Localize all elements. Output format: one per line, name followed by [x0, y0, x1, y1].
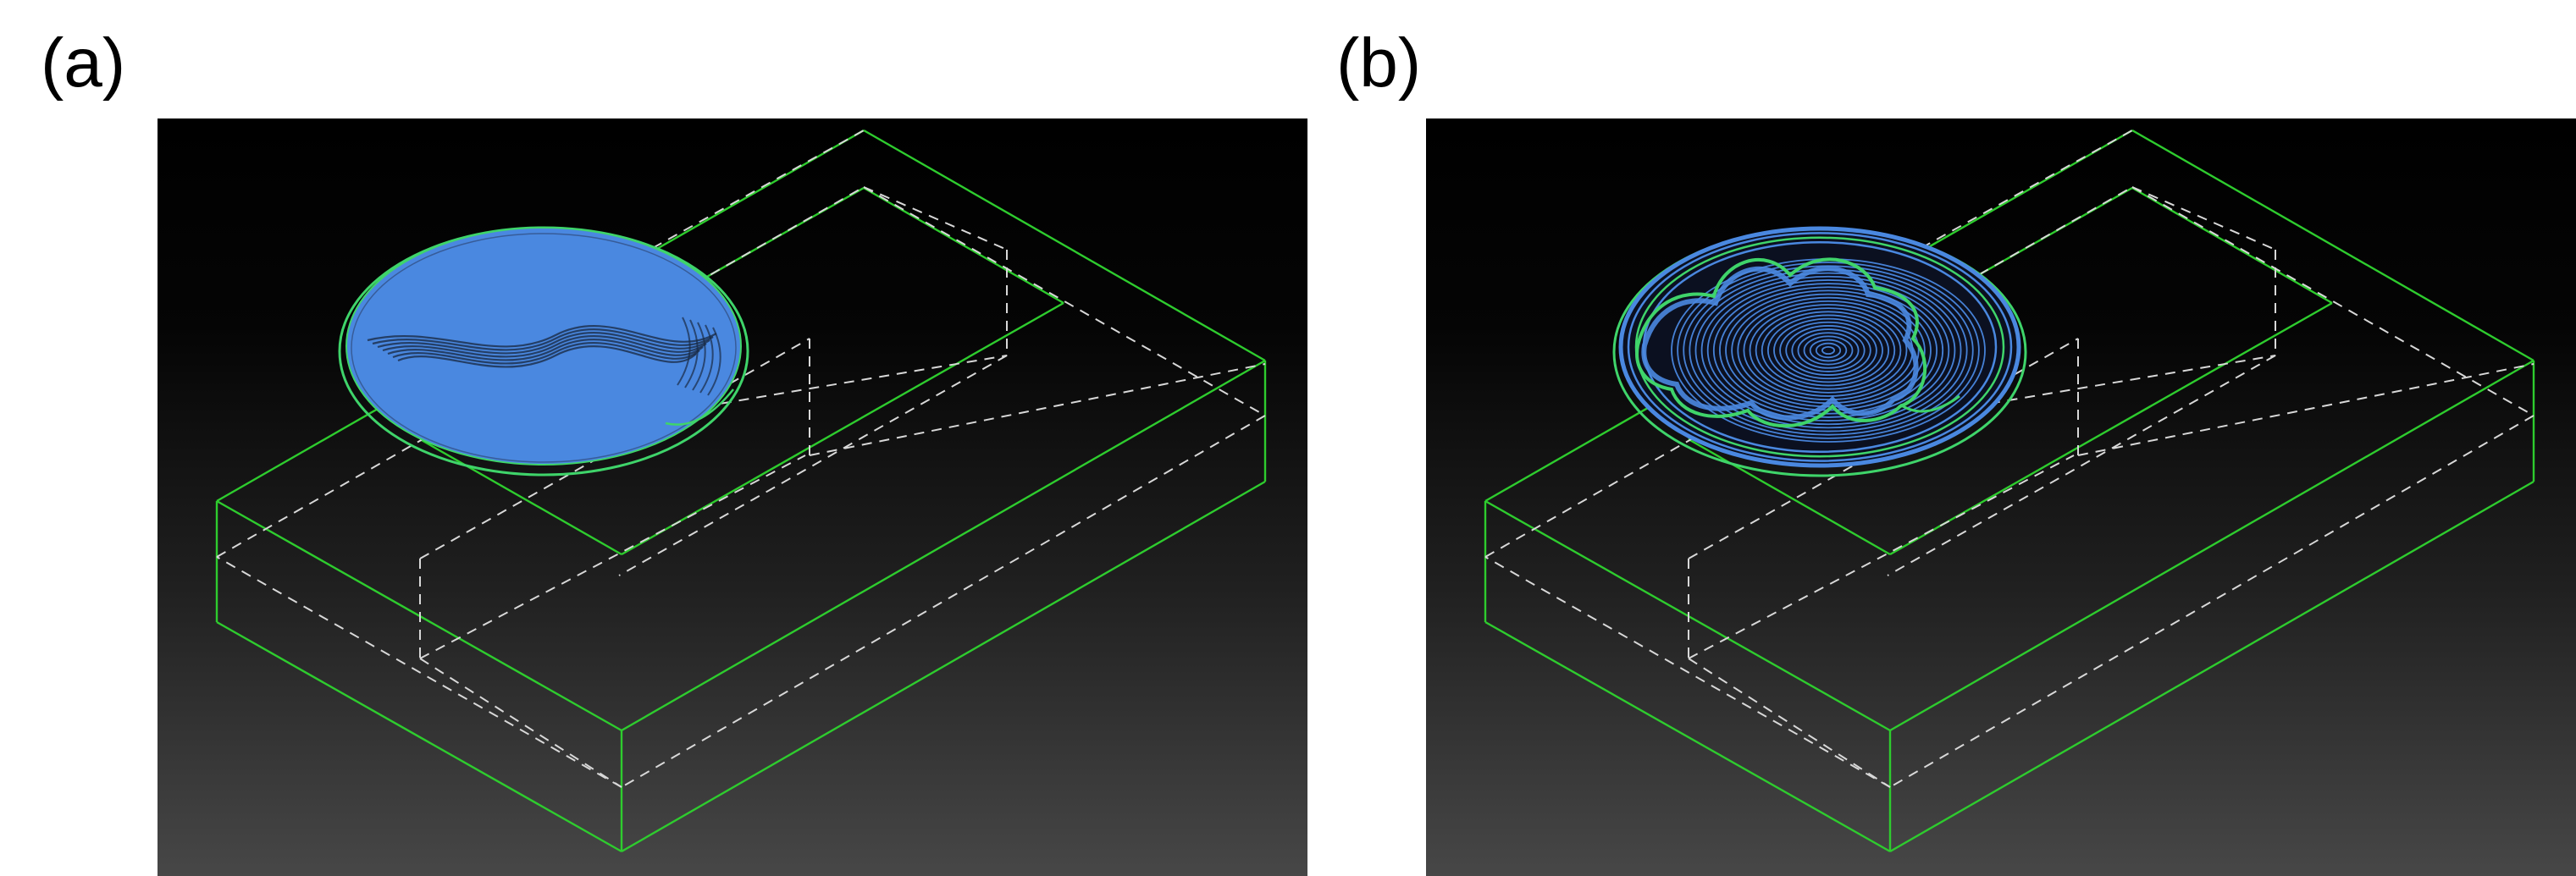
hidden-edge: [863, 186, 1266, 416]
viewport-a[interactable]: [158, 118, 1307, 876]
hidden-edge: [1889, 415, 2535, 788]
panel-label-b: (b): [1336, 25, 1422, 102]
hidden-edge: [2131, 186, 2535, 416]
hidden-edge: [419, 338, 810, 559]
toolpath-scallop-line: [377, 332, 710, 355]
hidden-edge: [2131, 186, 2276, 251]
toolpath-inner-rim: [351, 233, 737, 463]
toolpath-contour-ring: [1797, 332, 1860, 369]
toolpath-edge-ripple: [677, 317, 691, 386]
toolpath-contour-ring: [1785, 325, 1871, 376]
stock-inner-edge: [2131, 186, 2333, 305]
toolpath-contour-ring: [1677, 262, 1980, 439]
toolpath-contour-ring: [1766, 314, 1890, 387]
viewport-b[interactable]: [1426, 118, 2576, 876]
toolpath-contour-ring: [1731, 293, 1926, 408]
toolpath-contour-ring: [1719, 286, 1938, 415]
hidden-edge: [1484, 556, 1891, 788]
toolpath-contour-ring: [1755, 307, 1902, 394]
toolpath-contour-ring: [1773, 317, 1883, 383]
hidden-edge: [216, 556, 622, 788]
stock-top-edge: [863, 129, 1266, 362]
stock-inner-edge: [419, 438, 622, 556]
isometric-render-a: [215, 129, 1267, 853]
hidden-edge: [618, 355, 1008, 576]
toolpath-contour-ring: [1791, 328, 1866, 372]
hidden-edge: [1688, 338, 2079, 559]
toolpath-contour-ring: [1779, 321, 1877, 380]
hidden-edge: [863, 186, 1008, 251]
toolpath-edge-ripple: [692, 322, 706, 391]
stock-inner-edge: [1688, 438, 1891, 556]
hidden-edge: [1887, 355, 2276, 576]
toolpath-scallop-line: [382, 335, 707, 358]
stock-bottom-edge: [621, 480, 1266, 853]
isometric-render-b: [1484, 129, 2535, 853]
toolpath-contour-ring: [1821, 345, 1836, 355]
toolpath-exit-move: [665, 388, 734, 426]
panel-label-a: (a): [41, 25, 126, 102]
hidden-edge: [1688, 658, 1891, 788]
toolpath-edge-ripple: [699, 324, 714, 394]
stock-inner-edge: [863, 186, 1064, 305]
toolpath-exit-move: [1899, 394, 1960, 413]
hidden-edge: [2077, 363, 2535, 456]
stock-bottom-edge: [1484, 620, 1891, 853]
stock-top-edge: [2131, 129, 2535, 362]
toolpath-contour-ring: [1761, 311, 1896, 390]
hidden-edge: [621, 415, 1266, 788]
toolpath-contour-ring: [1803, 335, 1854, 366]
stock-top-edge: [1889, 359, 2535, 732]
toolpath-contour-ring: [1712, 283, 1944, 418]
toolpath-scallop-line: [367, 325, 717, 348]
toolpath-scallop-line: [372, 328, 714, 351]
toolpath-outer-ring: [1618, 226, 2021, 468]
toolpath-contour-ring: [1809, 339, 1848, 362]
stock-bottom-edge: [1889, 480, 2535, 853]
toolpath-edge-ripple: [684, 319, 699, 388]
toolpath-contour-ring: [1706, 279, 1950, 421]
stock-top-edge: [621, 359, 1266, 732]
toolpath-pocket-offset: [1641, 266, 1919, 421]
toolpath-edge-ripple: [707, 327, 721, 396]
toolpath-pocket-boundary: [1635, 257, 1927, 428]
toolpath-scallop-line: [397, 345, 697, 368]
hidden-edge: [1688, 455, 2075, 659]
toolpath-contour-ring: [1749, 304, 1908, 397]
toolpath-contour-ring: [1694, 272, 1962, 429]
hidden-edge: [419, 455, 806, 659]
toolpath-contour-ring: [1700, 275, 1956, 426]
toolpath-ring: [1627, 232, 2013, 462]
hidden-edge: [809, 363, 1266, 456]
hidden-edge: [419, 658, 622, 788]
toolpath-scallop-line: [387, 339, 704, 361]
stock-bottom-edge: [216, 620, 622, 853]
toolpath-scallop-line: [392, 342, 700, 365]
toolpath-contour-ring: [1815, 342, 1842, 359]
